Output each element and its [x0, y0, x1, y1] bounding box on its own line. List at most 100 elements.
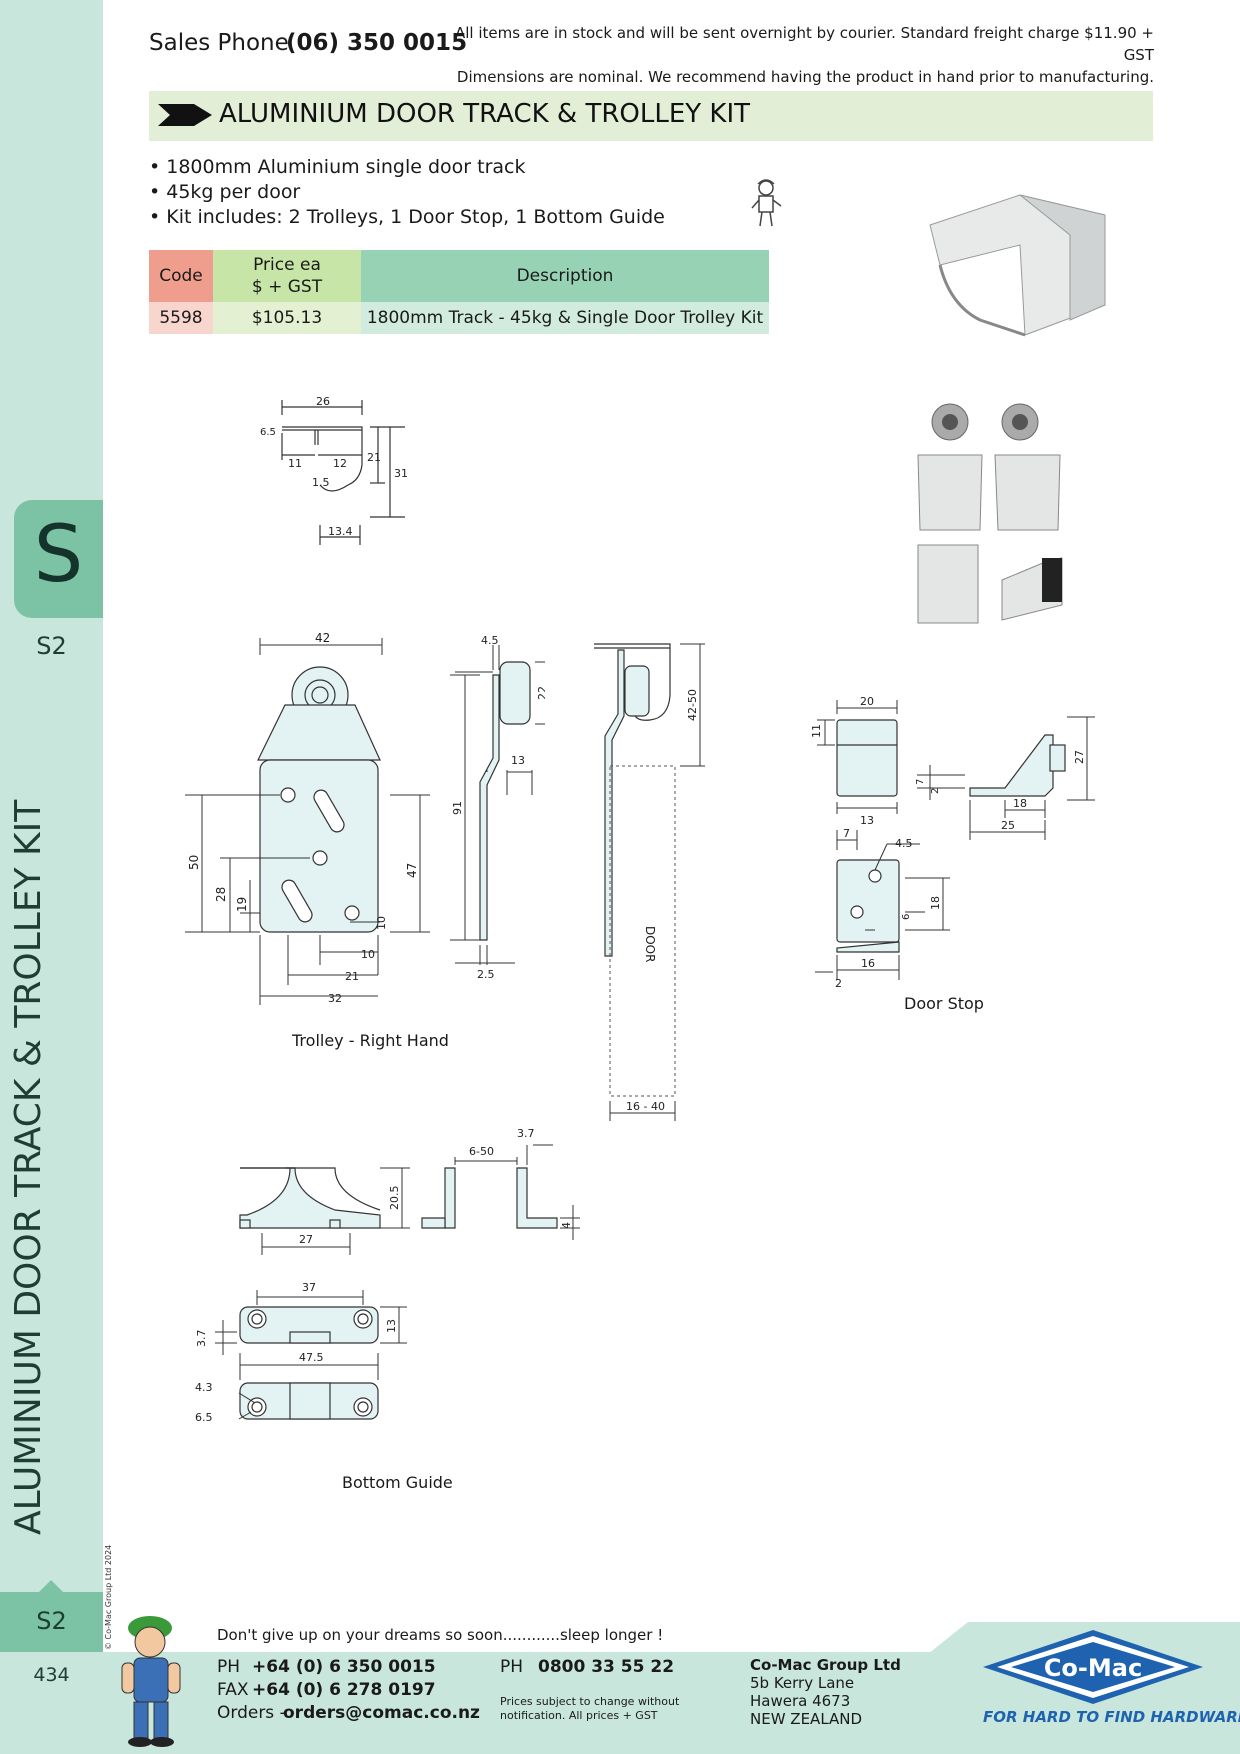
dim-label: 37 — [302, 1281, 316, 1294]
orders-label: Orders - — [217, 1703, 286, 1723]
dim-label: 91 — [451, 801, 464, 815]
dim-label: 19 — [235, 897, 249, 912]
dim-label: 26 — [316, 395, 330, 408]
dim-label: 6.5 — [195, 1411, 213, 1424]
dim-label: 18 — [1013, 797, 1027, 810]
price-header-line: $ + GST — [251, 277, 323, 297]
section-code-notch — [37, 1580, 65, 1594]
track-profile-drawing: 26 6.5 11 12 1.5 21 31 13.4 — [260, 395, 408, 545]
section-tab — [14, 500, 103, 618]
dim-label: 4.5 — [481, 634, 499, 647]
fax-number: +64 (0) 6 278 0197 — [252, 1680, 436, 1700]
column-header-code: Code — [149, 250, 213, 302]
dim-label: 4.3 — [195, 1381, 213, 1394]
dim-label: 6-50 — [469, 1145, 494, 1158]
cell-price: $105.13 — [213, 302, 361, 334]
cell-description: 1800mm Track - 45kg & Single Door Trolle… — [361, 302, 769, 334]
door-stop-caption: Door Stop — [904, 994, 984, 1013]
dim-label: 2 — [930, 788, 941, 794]
comac-logo: Co-Mac — [983, 1630, 1203, 1704]
mascot-icon — [751, 179, 782, 227]
dim-label: 1.5 — [312, 476, 330, 489]
footer-quote: Don't give up on your dreams so soon....… — [217, 1626, 664, 1644]
sales-phone-label: Sales Phone — [149, 30, 289, 56]
dim-label: 21 — [367, 451, 381, 464]
orders-email-link[interactable]: orders@comac.co.nz — [283, 1703, 480, 1723]
address-line: 5b Kerry Lane — [750, 1674, 855, 1692]
dim-label: 50 — [187, 855, 201, 870]
feature-bullet: • 45kg per door — [149, 181, 301, 203]
door-label: DOOR — [643, 926, 657, 962]
dim-label: 27 — [299, 1233, 313, 1246]
dim-label: 18 — [929, 896, 942, 910]
dim-label: 20 — [860, 695, 874, 708]
dim-label: 3.7 — [195, 1330, 208, 1348]
dim-label: 3.7 — [517, 1127, 535, 1140]
address-line: NEW ZEALAND — [750, 1710, 863, 1728]
logo-tagline: FOR HARD TO FIND HARDWARE — [983, 1708, 1240, 1726]
bottom-guide-caption: Bottom Guide — [342, 1473, 453, 1492]
dim-label: 10 — [361, 948, 375, 961]
dimensions-notice-line: Dimensions are nominal. We recommend hav… — [456, 68, 1154, 86]
shipping-notice: All items are in stock and will be sent … — [440, 22, 1154, 88]
trolley-caption: Trolley - Right Hand — [292, 1031, 449, 1050]
dim-label: 20.5 — [388, 1186, 401, 1211]
shipping-notice-line: All items are in stock and will be sent … — [454, 24, 1154, 64]
dim-label: 32 — [328, 992, 342, 1005]
price-header-line: Price ea — [253, 255, 321, 275]
dim-label: 2 — [835, 977, 842, 990]
column-header-description: Description — [361, 250, 769, 302]
dim-label: 16 — [861, 957, 875, 970]
sales-phone-number[interactable]: (06) 350 0015 — [286, 30, 468, 56]
dim-label: 13 — [511, 754, 525, 767]
dim-label: 22 — [536, 686, 545, 700]
page-title: ALUMINIUM DOOR TRACK & TROLLEY KIT — [219, 99, 751, 129]
section-code: S2 — [36, 632, 67, 660]
dim-label: 16 - 40 — [626, 1100, 665, 1113]
table-row: 5598 $105.13 1800mm Track - 45kg & Singl… — [149, 302, 769, 334]
column-header-price: Price ea $ + GST — [213, 250, 361, 302]
feature-bullet: • 1800mm Aluminium single door track — [149, 156, 526, 178]
dim-label: 6 — [901, 914, 912, 920]
section-code-bottom: S2 — [36, 1607, 67, 1635]
bottom-guide-drawing: 20.5 27 6-50 3.7 4 37 3.7 13 47.5 4.3 6.… — [195, 1127, 580, 1424]
dim-label: 2.5 — [477, 968, 495, 980]
dim-label: 11 — [810, 724, 823, 738]
page-number: 434 — [33, 1664, 70, 1686]
price-disclaimer: Prices subject to change without notific… — [500, 1695, 680, 1722]
door-outline — [609, 765, 676, 1097]
assembly-drawing: DOOR 42-50 16 - 40 — [594, 643, 705, 1121]
sidebar — [0, 0, 103, 1754]
dim-label: 27 — [1073, 750, 1086, 764]
dim-label: 10 — [375, 916, 388, 930]
title-band — [149, 91, 1153, 141]
dim-label: 21 — [345, 970, 359, 983]
dim-label: 13.4 — [328, 525, 353, 538]
dim-label: 4 — [560, 1222, 573, 1229]
mascot-icon — [121, 1616, 181, 1747]
phone-number[interactable]: +64 (0) 6 350 0015 — [252, 1657, 436, 1677]
address-line: Hawera 4673 — [750, 1692, 851, 1710]
dim-label: 7 — [843, 827, 850, 840]
section-letter: S — [33, 510, 84, 600]
fax-label: FAX — [217, 1680, 249, 1700]
company-address: 5b Kerry Lane Hawera 4673 NEW ZEALAND — [750, 1674, 862, 1728]
track-product-image — [929, 194, 1106, 337]
vertical-title: ALUMINIUM DOOR TRACK & TROLLEY KIT — [8, 799, 49, 1535]
feature-bullet: • Kit includes: 2 Trolleys, 1 Door Stop,… — [149, 206, 665, 228]
dim-label: 13 — [860, 814, 874, 827]
dim-label: 7 — [915, 779, 926, 785]
dim-label: 47.5 — [299, 1351, 324, 1364]
company-name: Co-Mac Group Ltd — [750, 1656, 901, 1674]
freephone-number[interactable]: 0800 33 55 22 — [538, 1657, 675, 1677]
cell-code: 5598 — [149, 302, 213, 334]
dim-label: 31 — [394, 467, 408, 480]
dim-label: 47 — [405, 863, 419, 878]
phone-label: PH — [217, 1657, 241, 1677]
dim-label: 42-50 — [686, 689, 699, 721]
dim-label: 28 — [214, 887, 228, 902]
dim-label: 11 — [288, 457, 302, 470]
dim-label: 4.5 — [895, 837, 913, 850]
logo-text: Co-Mac — [1044, 1654, 1142, 1682]
dim-label: 12 — [333, 457, 347, 470]
